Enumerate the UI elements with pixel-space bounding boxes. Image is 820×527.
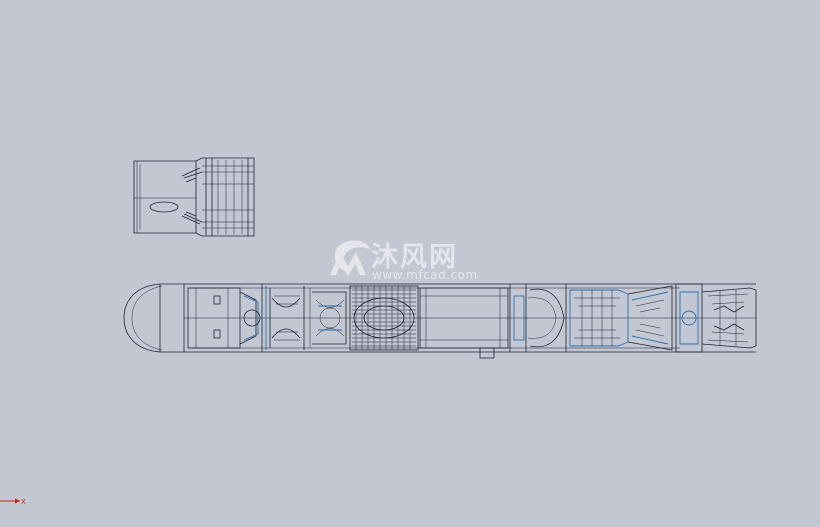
x-axis-arrow-icon	[15, 498, 20, 504]
watermark: 沐风网 www.mfcad.com	[330, 240, 478, 282]
small-part-drawing[interactable]	[133, 157, 255, 237]
watermark-brand-text: 沐风网	[371, 242, 458, 273]
watermark-logo-icon	[330, 240, 371, 276]
watermark-url-text: www.mfcad.com	[372, 268, 478, 282]
dense-mechanism-hatching	[352, 286, 416, 350]
main-assembly-drawing[interactable]	[123, 283, 757, 359]
coordinate-triad: X	[0, 498, 26, 506]
x-axis-label: X	[21, 498, 26, 506]
